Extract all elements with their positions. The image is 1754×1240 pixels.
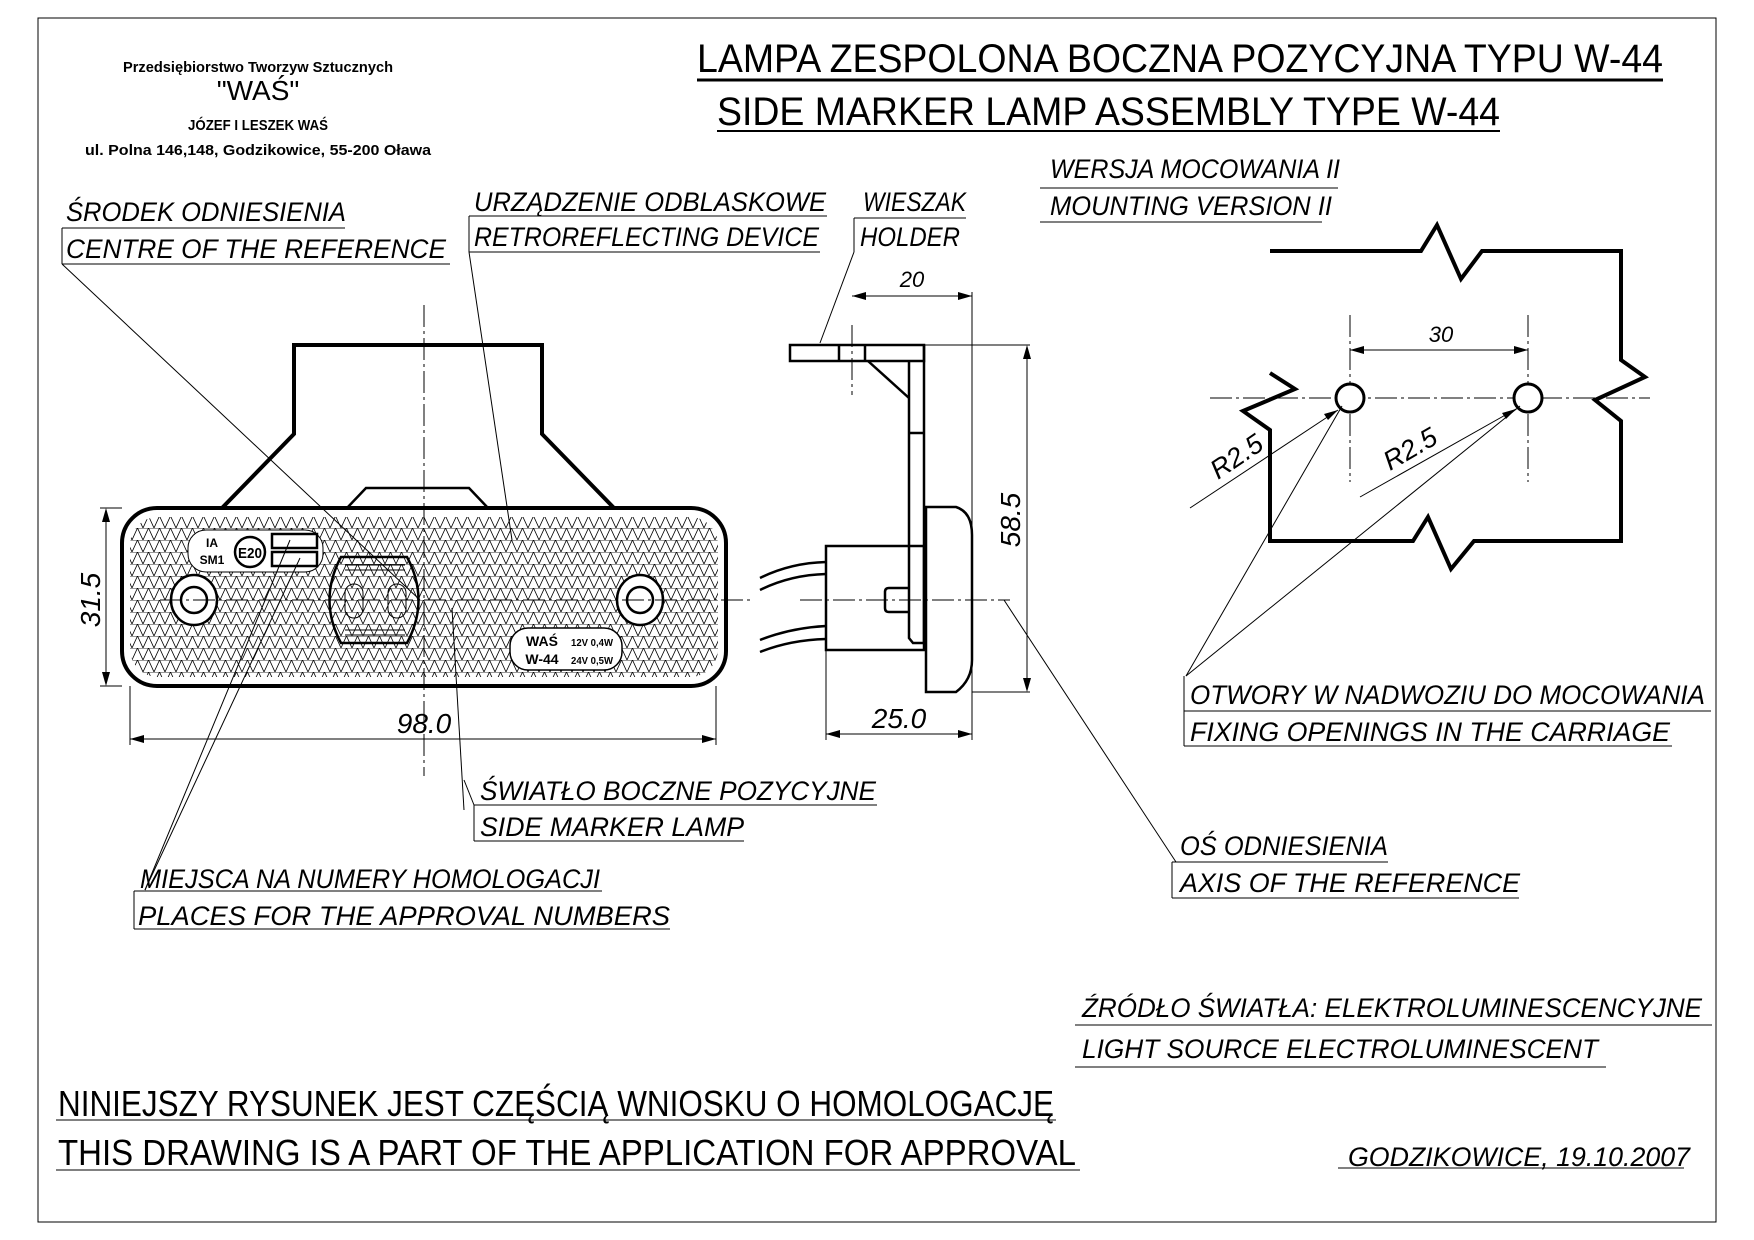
led-2 (387, 583, 407, 619)
carriage-panel-outline (1238, 220, 1649, 573)
label-fixing-pl: OTWORY W NADWOZIU DO MOCOWANIA (1190, 680, 1705, 710)
company-address: ul. Polna 146,148, Godzikowice, 55-200 O… (85, 142, 432, 159)
dim-width-label: 98.0 (397, 708, 452, 739)
class-mark-top: IA (206, 536, 218, 550)
dim-holder-label: 20 (899, 267, 925, 292)
label-holder-pl: WIESZAK (863, 187, 967, 217)
model-badge (509, 627, 623, 671)
company-block: Przedsiębiorstwo Tworzyw Sztucznych "WAŚ… (85, 59, 432, 159)
drawing-frame (37, 17, 1717, 1223)
footer-note-en: THIS DRAWING IS A PART OF THE APPLICATIO… (58, 1132, 1076, 1173)
dim-depth-label: 25.0 (871, 703, 927, 734)
title-pl: LAMPA ZESPOLONA BOCZNA POZYCYJNA TYPU W-… (697, 37, 1663, 81)
fixing-hole-1 (1334, 382, 1366, 414)
class-mark-bottom: SM1 (200, 553, 225, 567)
badge-brand: WAŚ (526, 632, 558, 649)
label-approval-pl: MIEJSCA NA NUMERY HOMOLOGACJI (140, 864, 600, 894)
callout-side-marker-lamp: ŚWIATŁO BOCZNE POZYCYJNE SIDE MARKER LAM… (463, 774, 877, 842)
fixing-hole-2 (1512, 382, 1544, 414)
mounting-detail: 30 R2.5 R2.5 (1185, 220, 1650, 677)
callout-fixing-openings: OTWORY W NADWOZIU DO MOCOWANIA FIXING OP… (1183, 676, 1711, 747)
footer-note: NINIEJSZY RYSUNEK JEST CZĘŚCIĄ WNIOSKU O… (56, 1082, 1080, 1173)
side-view: 20 58.5 25.0 (759, 267, 1177, 863)
connector-block (824, 544, 926, 652)
mounting-version-label: WERSJA MOCOWANIA II MOUNTING VERSION II (1040, 154, 1340, 223)
callout-axis-reference: OŚ ODNIESIENIA AXIS OF THE REFERENCE (1171, 829, 1521, 899)
dim-height-label: 31.5 (75, 572, 106, 627)
label-centre-ref-en: CENTRE OF THE REFERENCE (66, 234, 447, 264)
holder-flange (788, 343, 926, 363)
label-retro-en: RETROREFLECTING DEVICE (474, 222, 820, 252)
holder-arm (907, 345, 926, 645)
callout-holder: WIESZAK HOLDER (819, 187, 967, 344)
label-holder-en: HOLDER (860, 222, 960, 252)
label-axis-en: AXIS OF THE REFERENCE (1178, 868, 1521, 898)
e-mark-circle (233, 535, 267, 569)
label-retro-pl: URZĄDZENIE ODBLASKOWE (474, 187, 827, 217)
dim-hole-spacing-label: 30 (1429, 322, 1454, 347)
label-centre-ref-pl: ŚRODEK ODNIESIENIA (66, 195, 346, 227)
badge-rating-24v: 24V 0,5W (571, 656, 614, 667)
light-source-note: ŹRÓDŁO ŚWIATŁA: ELEKTROLUMINESCENCYJNE L… (1075, 991, 1712, 1068)
company-line1: Przedsiębiorstwo Tworzyw Sztucznych (123, 59, 393, 76)
label-light-source-pl: ŹRÓDŁO ŚWIATŁA: ELEKTROLUMINESCENCYJNE (1081, 991, 1703, 1023)
label-axis-pl: OŚ ODNIESIENIA (1180, 829, 1388, 861)
badge-model: W-44 (525, 651, 558, 667)
holder-tab (346, 486, 489, 509)
dim-total-height-label: 58.5 (995, 492, 1026, 547)
label-approval-en: PLACES FOR THE APPROVAL NUMBERS (138, 901, 670, 931)
title-block: LAMPA ZESPOLONA BOCZNA POZYCYJNA TYPU W-… (697, 37, 1663, 134)
label-side-marker-en: SIDE MARKER LAMP (480, 812, 744, 842)
approval-number-box-1 (270, 532, 319, 550)
wire-2 (759, 624, 827, 642)
mount-hole-left (169, 573, 219, 627)
callout-retroreflecting-device: URZĄDZENIE ODBLASKOWE RETROREFLECTING DE… (468, 187, 827, 541)
callout-centre-reference: ŚRODEK ODNIESIENIA CENTRE OF THE REFEREN… (61, 195, 450, 601)
front-view: IA SM1 E20 WAŚ W-44 12V 0,4W 24V 0,5W (75, 305, 750, 891)
side-marker-window (328, 555, 420, 645)
label-fixing-en: FIXING OPENINGS IN THE CARRIAGE (1190, 717, 1671, 747)
label-mounting-pl: WERSJA MOCOWANIA II (1050, 154, 1340, 184)
approval-number-box-2 (270, 550, 319, 568)
label-light-source-en: LIGHT SOURCE ELECTROLUMINESCENT (1082, 1034, 1600, 1064)
place-date: GODZIKOWICE, 19.10.2007 (1338, 1142, 1691, 1172)
holder-outline (220, 343, 616, 510)
title-en: SIDE MARKER LAMP ASSEMBLY TYPE W-44 (717, 90, 1500, 134)
label-mounting-en: MOUNTING VERSION II (1050, 191, 1332, 221)
company-name: "WAŚ" (217, 74, 300, 106)
company-owners: JÓZEF I LESZEK WAŚ (188, 116, 328, 134)
wire-1 (759, 560, 827, 580)
led-1 (344, 583, 364, 619)
footer-note-pl: NINIEJSZY RYSUNEK JEST CZĘŚCIĄ WNIOSKU O… (58, 1082, 1054, 1124)
place-date-text: GODZIKOWICE, 19.10.2007 (1348, 1142, 1691, 1172)
callout-approval-numbers: MIEJSCA NA NUMERY HOMOLOGACJI PLACES FOR… (133, 864, 670, 931)
approval-mark: E20 (238, 545, 262, 562)
badge-rating-12v: 12V 0,4W (571, 638, 614, 649)
label-side-marker-pl: ŚWIATŁO BOCZNE POZYCYJNE (480, 774, 877, 806)
